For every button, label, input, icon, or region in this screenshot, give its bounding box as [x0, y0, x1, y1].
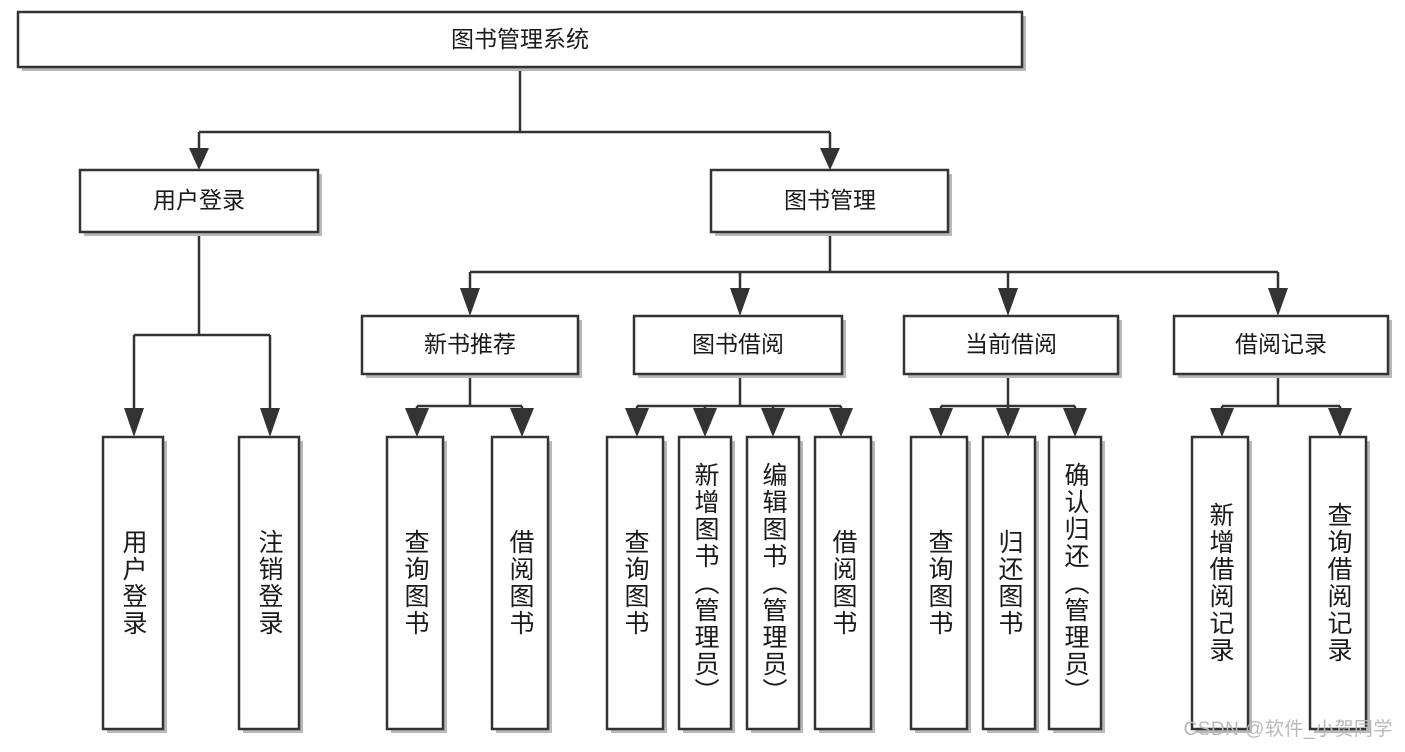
node-leaf-confirm-return[interactable] — [1047, 435, 1105, 733]
csdn-watermark: CSDN @软件_小贺同学 — [1183, 719, 1393, 740]
node-user-login-label: 用户登录 — [153, 187, 245, 213]
arrow-head-leaf-add-record — [1210, 408, 1234, 437]
arrow-head-leaf-user-login — [124, 408, 144, 437]
arrow-head-new-book-recommend — [460, 288, 480, 316]
node-leaf-add-book[interactable] — [677, 435, 735, 733]
node-leaf-query-book-1[interactable] — [385, 435, 447, 733]
arrow-head-leaf-query-book-3 — [929, 408, 953, 437]
arrow-head-current-borrow — [998, 288, 1018, 316]
node-user-login[interactable]: 用户登录 — [78, 168, 322, 236]
node-current-borrow[interactable]: 当前借阅 — [902, 314, 1122, 378]
node-root-label: 图书管理系统 — [451, 26, 589, 52]
node-layer: 图书管理系统 用户登录 图书管理 新书推荐 — [16, 10, 1392, 733]
node-leaf-return-book[interactable] — [981, 435, 1039, 733]
node-book-borrow-label: 图书借阅 — [692, 331, 784, 357]
arrow-head-leaf-edit-book — [761, 408, 785, 437]
node-book-borrow[interactable]: 图书借阅 — [632, 314, 846, 378]
node-book-management-label: 图书管理 — [784, 187, 876, 213]
arrow-head-leaf-borrow-book-1 — [510, 408, 534, 437]
arrow-head-book-management — [820, 148, 840, 170]
arrow-head-leaf-query-book-2 — [625, 408, 649, 437]
node-leaf-logout-login[interactable] — [237, 435, 303, 733]
node-current-borrow-label: 当前借阅 — [965, 331, 1057, 357]
arrow-head-user-login — [189, 148, 209, 170]
node-root[interactable]: 图书管理系统 — [16, 10, 1026, 71]
node-borrow-record[interactable]: 借阅记录 — [1172, 314, 1392, 378]
node-new-book-recommend-label: 新书推荐 — [424, 331, 516, 357]
arrow-head-leaf-borrow-book-2 — [829, 408, 853, 437]
arrow-head-leaf-confirm-return — [1063, 408, 1087, 437]
arrow-head-leaf-add-book — [693, 408, 717, 437]
arrow-head-leaf-query-book-1 — [405, 408, 429, 437]
node-leaf-add-record[interactable] — [1190, 435, 1252, 733]
node-leaf-edit-book[interactable] — [745, 435, 803, 733]
node-new-book-recommend[interactable]: 新书推荐 — [360, 314, 582, 378]
node-leaf-query-book-2[interactable] — [605, 435, 667, 733]
node-leaf-borrow-book-1[interactable] — [490, 435, 552, 733]
node-leaf-query-book-3[interactable] — [909, 435, 971, 733]
arrow-head-leaf-return-book — [996, 408, 1020, 437]
node-leaf-query-record[interactable] — [1308, 435, 1370, 733]
node-book-management[interactable]: 图书管理 — [709, 168, 952, 236]
node-leaf-user-login[interactable] — [101, 435, 167, 733]
arrow-head-leaf-logout-login — [260, 408, 280, 437]
arrow-head-book-borrow — [730, 288, 750, 316]
connector-layer — [124, 67, 1352, 437]
arrow-head-borrow-record — [1268, 288, 1288, 316]
node-leaf-borrow-book-2[interactable] — [813, 435, 875, 733]
node-borrow-record-label: 借阅记录 — [1235, 331, 1327, 357]
arrow-head-leaf-query-record — [1328, 408, 1352, 437]
